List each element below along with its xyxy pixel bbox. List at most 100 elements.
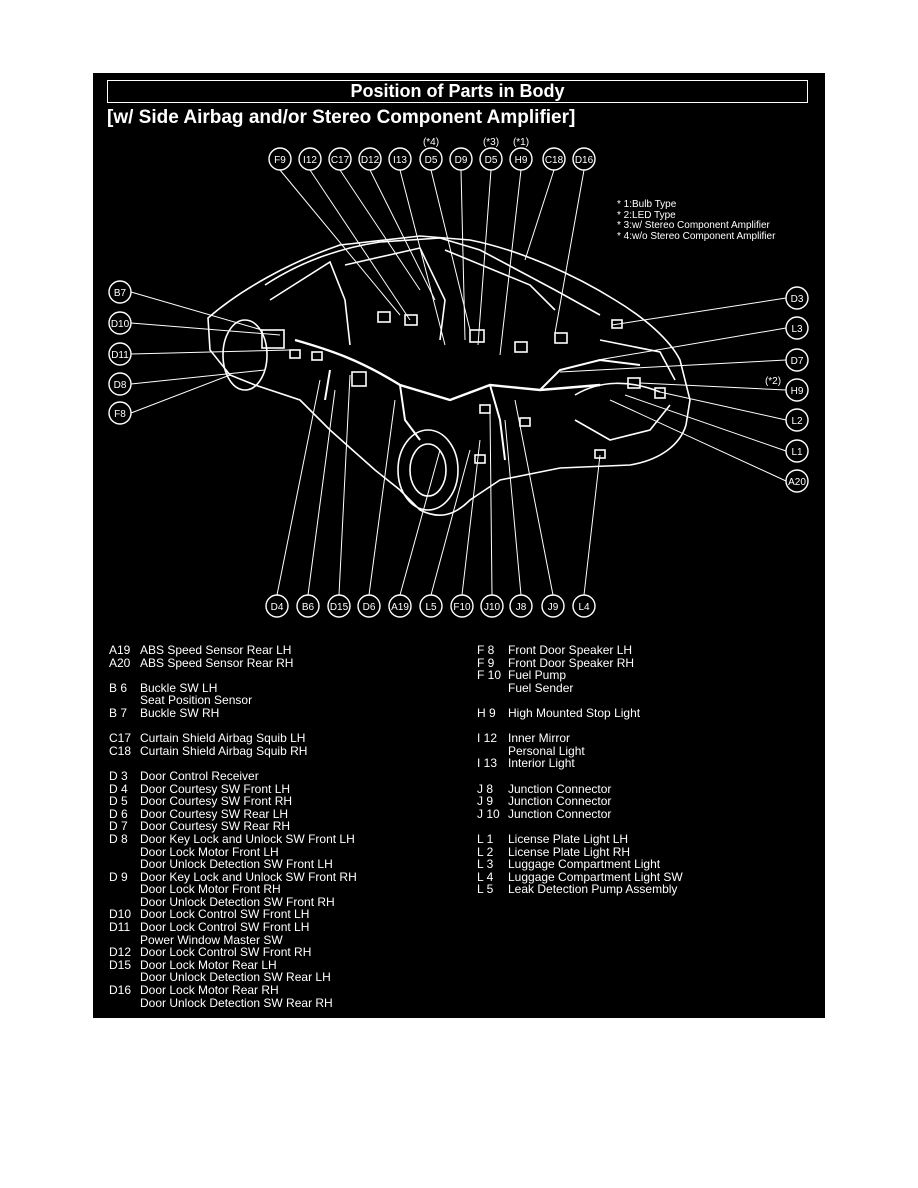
legend-label: Luggage Compartment Light xyxy=(508,857,661,872)
legend-code: D15 xyxy=(109,957,132,972)
leader-line xyxy=(611,297,787,326)
marker-circle xyxy=(480,594,504,618)
marker-circle xyxy=(449,147,473,171)
marker-circle xyxy=(541,594,565,618)
legend-label: Door Key Lock and Unlock SW Front LH xyxy=(140,831,355,846)
marker-circle xyxy=(298,147,322,171)
legend-code: D 8 xyxy=(109,831,128,846)
legend-code: D 6 xyxy=(109,806,128,821)
legend-item: Door Unlock Detection SW Rear RH xyxy=(109,997,357,1010)
legend-code: J 9 xyxy=(477,794,494,809)
leader-line xyxy=(368,399,396,596)
leader-line xyxy=(514,399,554,596)
marker-circle xyxy=(108,280,132,304)
marker-label: H9 xyxy=(791,386,804,397)
leader-line xyxy=(559,359,787,373)
leader-line xyxy=(309,169,411,321)
legend-code: F 9 xyxy=(477,655,495,670)
leader-line xyxy=(339,169,421,291)
marker-label: D3 xyxy=(791,294,804,305)
legend-code: L 4 xyxy=(477,869,494,884)
legend-label: Buckle SW RH xyxy=(140,705,220,720)
marker-label: D16 xyxy=(575,155,594,166)
marker-top-d9: D9 xyxy=(449,147,473,171)
marker-circle xyxy=(328,147,352,171)
marker-label: I13 xyxy=(393,155,407,166)
legend-code: F 8 xyxy=(477,643,495,657)
legend-code: L 2 xyxy=(477,844,494,859)
legend-label: Personal Light xyxy=(508,743,585,758)
legend-label: Door Unlock Detection SW Rear RH xyxy=(140,995,333,1010)
legend-item: F 10 Fuel Pump xyxy=(477,669,683,682)
legend-code: C17 xyxy=(109,731,132,746)
legend-code xyxy=(109,846,140,859)
marker-label: I12 xyxy=(303,155,317,166)
marker-circle xyxy=(785,439,809,463)
marker-bottom-a19: A19 xyxy=(388,594,412,618)
legend-label: Front Door Speaker RH xyxy=(508,655,635,670)
marker-circle xyxy=(572,147,596,171)
legend-code xyxy=(477,682,508,695)
marker-top-d5: D5 xyxy=(419,147,443,171)
marker-label: L1 xyxy=(791,447,803,458)
legend-item: Fuel Sender xyxy=(477,682,683,695)
marker-circle xyxy=(108,372,132,396)
legend-code: F 10 xyxy=(477,668,502,683)
legend-code: D16 xyxy=(109,983,132,998)
legend-item: Door Lock Motor Front LH xyxy=(109,845,357,859)
legend-code: J 8 xyxy=(477,781,494,796)
legend-label: Curtain Shield Airbag Squib LH xyxy=(140,731,306,746)
marker-label: L2 xyxy=(791,416,803,427)
legend-code xyxy=(109,997,140,1010)
marker-bottom-d4: D4 xyxy=(265,594,289,618)
legend-code: L 1 xyxy=(477,831,494,846)
legend-code xyxy=(109,883,140,896)
marker-circle xyxy=(419,147,443,171)
marker-bottom-l4: L4 xyxy=(572,594,596,618)
legend-code: A19 xyxy=(109,643,131,657)
legend-item: B 6 Buckle SW LH xyxy=(109,682,357,695)
legend-code: B 6 xyxy=(109,680,128,695)
legend-label: Buckle SW LH xyxy=(140,680,218,695)
legend-label: Door Lock Control SW Front LH xyxy=(140,920,310,935)
marker-label: D15 xyxy=(330,602,349,613)
marker-top-d16: D16 xyxy=(572,147,596,171)
marker-circle xyxy=(358,147,382,171)
marker-top-i13: I13 xyxy=(388,147,412,171)
marker-circle xyxy=(509,147,533,171)
leader-line xyxy=(609,399,787,482)
footnote-1: * 1:Bulb Type xyxy=(617,199,677,210)
marker-left-f8: F8 xyxy=(108,401,132,425)
marker-label: D8 xyxy=(114,380,127,391)
marker-right-h9: H9 xyxy=(785,378,809,402)
legend-label: Inner Mirror xyxy=(508,731,571,746)
legend-code: H 9 xyxy=(477,705,496,720)
marker-circle xyxy=(327,594,351,618)
marker-circle xyxy=(785,286,809,310)
legend-label: Leak Detection Pump Assembly xyxy=(508,882,678,897)
legend-label: Door Courtesy SW Front RH xyxy=(140,794,293,809)
leader-line xyxy=(130,349,291,355)
legend-label: Junction Connector xyxy=(508,806,612,821)
marker-label: C18 xyxy=(545,155,564,166)
legend-label: Fuel Pump xyxy=(508,668,567,683)
footnotes: * 1:Bulb Type * 2:LED Type * 3:w/ Stereo… xyxy=(617,199,775,242)
marker-label: D12 xyxy=(361,155,380,166)
page-title: Position of Parts in Body xyxy=(107,80,808,103)
